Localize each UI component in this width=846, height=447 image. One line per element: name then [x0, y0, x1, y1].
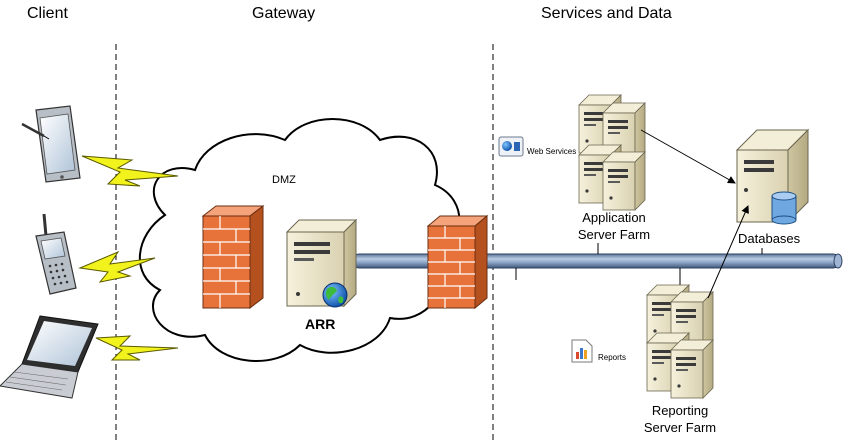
- client-zone-header: Client: [27, 5, 68, 22]
- lightning-link-icon: [95, 335, 179, 361]
- tablet-icon: [21, 105, 81, 183]
- server-icon: [285, 218, 358, 308]
- reporting-farm-line2: Server Farm: [643, 420, 717, 435]
- reporting-to-db-arrow: [707, 205, 749, 299]
- application-server-farm: [578, 94, 646, 211]
- web-services-label: Web Services: [527, 141, 576, 159]
- firewall-icon: [426, 214, 489, 310]
- dmz-label: DMZ: [272, 174, 296, 186]
- reports-text: Reports: [598, 353, 627, 362]
- application-farm-line1: Application: [582, 210, 646, 225]
- reporting-server-farm: [646, 284, 714, 399]
- database-server-icon: [735, 128, 810, 225]
- app-to-db-arrow: [640, 129, 736, 184]
- reports-label: Reports: [598, 347, 626, 365]
- firewall-icon: [201, 204, 265, 310]
- reporting-farm-label: Reporting Server Farm: [632, 402, 728, 436]
- mobile-phone-icon: [35, 213, 77, 295]
- globe-icon: [322, 282, 348, 308]
- arr-label: ARR: [305, 316, 336, 332]
- lightning-link-icon: [78, 250, 156, 283]
- application-farm-label: Application Server Farm: [566, 209, 662, 243]
- web-services-icon: [498, 136, 524, 157]
- application-farm-line2: Server Farm: [577, 227, 651, 242]
- gateway-zone-header: Gateway: [252, 5, 316, 22]
- databases-label: Databases: [738, 231, 801, 246]
- lightning-link-icon: [81, 155, 179, 187]
- web-services-text: Web Services: [527, 147, 577, 156]
- services-zone-header: Services and Data: [541, 5, 672, 22]
- reports-icon: [571, 339, 593, 363]
- reporting-farm-line1: Reporting: [651, 403, 709, 418]
- laptop-icon: [0, 315, 99, 399]
